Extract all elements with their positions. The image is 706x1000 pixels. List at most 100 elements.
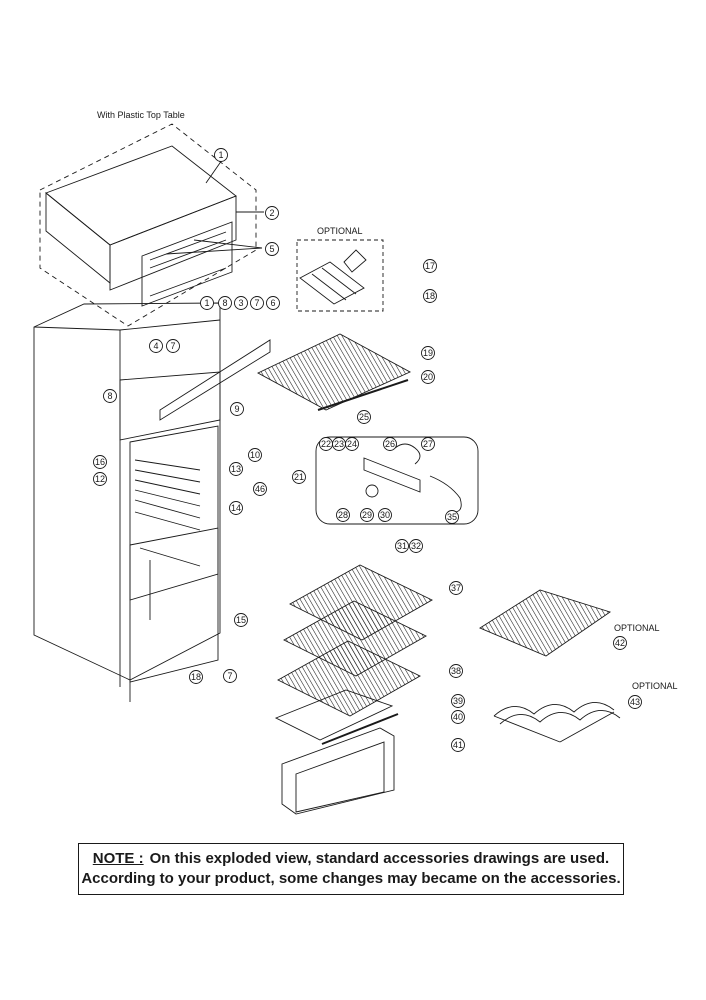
callout-number: 25 (359, 412, 369, 422)
callout-circle (230, 402, 244, 416)
callout-circle (378, 508, 392, 522)
callout-39: 39 (451, 694, 465, 708)
callout-circle (292, 470, 306, 484)
callout-43: 43 (628, 695, 642, 709)
callout-circle (229, 462, 243, 476)
callout-26: 26 (383, 437, 397, 451)
callout-7: 7 (250, 296, 264, 310)
callout-number: 7 (170, 341, 175, 351)
callout-19: 19 (421, 346, 435, 360)
optional-racks (479, 589, 621, 743)
callout-number: 12 (95, 474, 105, 484)
callout-29: 29 (360, 508, 374, 522)
callout-23: 23 (332, 437, 346, 451)
callout-2: 2 (265, 206, 279, 220)
callout-circle (214, 148, 228, 162)
callout-number: 7 (227, 671, 232, 681)
callout-number: 18 (191, 672, 201, 682)
callout-circle (93, 472, 107, 486)
callout-number: 23 (334, 439, 344, 449)
callout-1: 1 (214, 148, 228, 162)
callout-number: 28 (338, 510, 348, 520)
callout-number: 8 (107, 391, 112, 401)
callout-number: 27 (423, 439, 433, 449)
callout-circle (628, 695, 642, 709)
callout-42: 42 (613, 636, 627, 650)
callout-number: 43 (630, 697, 640, 707)
callout-circle (265, 242, 279, 256)
callout-circle (149, 339, 163, 353)
callout-number: 21 (294, 472, 304, 482)
note-line-1: NOTE :On this exploded view, standard ac… (79, 849, 623, 869)
callout-number: 18 (425, 291, 435, 301)
callout-25: 25 (357, 410, 371, 424)
callout-16: 16 (93, 455, 107, 469)
callout-circle (449, 581, 463, 595)
callout-21: 21 (292, 470, 306, 484)
callout-13: 13 (229, 462, 243, 476)
callout-20: 20 (421, 370, 435, 384)
callout-number: 22 (321, 439, 331, 449)
callout-circle (421, 437, 435, 451)
callout-circle (451, 694, 465, 708)
callout-circle (357, 410, 371, 424)
callout-38: 38 (449, 664, 463, 678)
callout-7: 7 (223, 669, 237, 683)
callout-circle (451, 710, 465, 724)
callout-8: 8 (218, 296, 232, 310)
callout-30: 30 (378, 508, 392, 522)
callout-number: 9 (234, 404, 239, 414)
callout-circle (265, 206, 279, 220)
thermostat-assembly (315, 436, 479, 525)
callout-number: 1 (218, 150, 223, 160)
callout-number: 41 (453, 740, 463, 750)
optional-label-can-rack: OPTIONAL (614, 623, 660, 633)
callout-circle (423, 259, 437, 273)
callout-circle (229, 501, 243, 515)
upper-wire-shelf (257, 333, 412, 411)
callout-9: 9 (230, 402, 244, 416)
callout-circle (248, 448, 262, 462)
callout-number: 29 (362, 510, 372, 520)
note-heading: NOTE : (92, 850, 144, 867)
callout-18: 18 (423, 289, 437, 303)
callout-circle (234, 613, 248, 627)
callout-circle (103, 389, 117, 403)
callout-number: 1 (204, 298, 209, 308)
lower-shelves (274, 564, 433, 815)
callout-circle (449, 664, 463, 678)
callout-27: 27 (421, 437, 435, 451)
callout-number: 24 (347, 439, 357, 449)
callout-number: 38 (451, 666, 461, 676)
callout-number: 16 (95, 457, 105, 467)
callout-number: 40 (453, 712, 463, 722)
callout-18: 18 (189, 670, 203, 684)
callout-circle (223, 669, 237, 683)
callout-number: 42 (615, 638, 625, 648)
callout-number: 19 (423, 348, 433, 358)
callout-17: 17 (423, 259, 437, 273)
callout-number: 2 (269, 208, 274, 218)
callout-10: 10 (248, 448, 262, 462)
callout-circle (445, 510, 459, 524)
callout-number: 37 (451, 583, 461, 593)
callout-circle (423, 289, 437, 303)
note-box: NOTE :On this exploded view, standard ac… (78, 843, 624, 895)
callout-40: 40 (451, 710, 465, 724)
callout-circle (409, 539, 423, 553)
callout-circle (345, 437, 359, 451)
optional-label-bottle-rack: OPTIONAL (632, 681, 678, 691)
callout-35: 35 (445, 510, 459, 524)
callout-46: 46 (253, 482, 267, 496)
callout-12: 12 (93, 472, 107, 486)
callout-number: 17 (425, 261, 435, 271)
callout-number: 32 (411, 541, 421, 551)
callout-6: 6 (266, 296, 280, 310)
callout-number: 26 (385, 439, 395, 449)
optional-label-ice-tray: OPTIONAL (317, 226, 363, 236)
ice-tray-group (296, 239, 384, 312)
callout-number: 46 (255, 484, 265, 494)
callout-circle (200, 296, 214, 310)
